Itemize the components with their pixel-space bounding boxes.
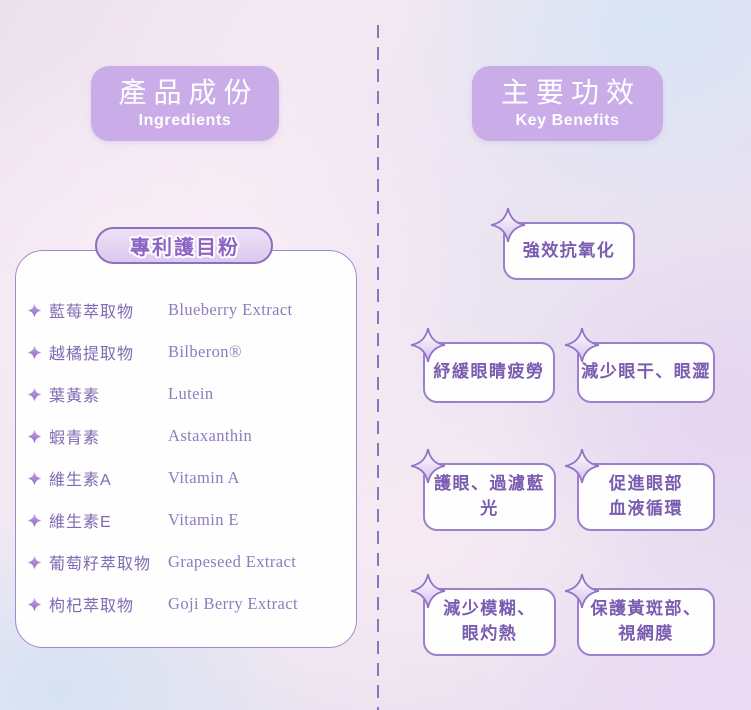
sparkle-icon [410, 327, 446, 363]
ingredient-name-en: Vitamin E [168, 510, 239, 529]
ingredients-list: 藍莓萃取物 Blueberry Extract 越橘提取物 Bilberon® … [0, 289, 342, 625]
sparkle-icon [410, 448, 446, 484]
ingredient-name-zh: 維生素A [49, 472, 112, 489]
sparkle-bullet-icon [27, 512, 42, 528]
ingredient-row: 維生素E Vitamin E [0, 499, 342, 541]
ingredient-name-zh: 藍莓萃取物 [49, 304, 135, 321]
benefits-header: 主要功效 Key Benefits [472, 66, 663, 141]
ingredient-name-en: Goji Berry Extract [168, 594, 298, 613]
benefit-box-blurriness: 減少模糊、 眼灼熱 [410, 573, 556, 656]
ingredient-name-en: Astaxanthin [168, 426, 253, 445]
ingredient-row: 葉黃素 Lutein [0, 373, 342, 415]
ingredient-row: 蝦青素 Astaxanthin [0, 415, 342, 457]
ingredient-row: 維生素A Vitamin A [0, 457, 342, 499]
ingredient-name-en: Bilberon® [168, 342, 242, 361]
benefit-box-antioxidant: 強效抗氧化 [490, 207, 635, 280]
sparkle-bullet-icon [27, 554, 42, 570]
benefit-text: 紓緩眼睛疲勞 [433, 362, 545, 382]
sparkle-icon [410, 573, 446, 609]
sparkle-icon [564, 573, 600, 609]
ingredient-name-zh: 維生素E [49, 514, 112, 531]
benefits-title-zh: 主要功效 [500, 77, 641, 109]
sparkle-bullet-icon [27, 428, 42, 444]
ingredient-name-zh: 枸杞萃取物 [49, 598, 135, 615]
ingredients-title-zh: 產品成份 [118, 77, 259, 109]
ingredient-name-en: Lutein [168, 384, 214, 403]
ingredients-title-en: Ingredients [138, 111, 232, 129]
ingredient-name-zh: 蝦青素 [49, 430, 101, 447]
benefit-text: 護眼、過濾藍光 [434, 474, 545, 518]
sparkle-icon [564, 327, 600, 363]
sparkle-bullet-icon [27, 386, 42, 402]
ingredient-row: 枸杞萃取物 Goji Berry Extract [0, 583, 342, 625]
benefit-box-blue-light: 護眼、過濾藍光 [410, 448, 556, 531]
ingredient-name-en: Blueberry Extract [168, 300, 293, 319]
patent-powder-badge-label: 專利護目粉 [130, 237, 240, 259]
ingredient-name-zh: 葉黃素 [49, 388, 101, 405]
sparkle-bullet-icon [27, 302, 42, 318]
ingredient-name-en: Grapeseed Extract [168, 552, 297, 571]
patent-powder-badge: 專利護目粉 [95, 227, 273, 264]
ingredient-row: 越橘提取物 Bilberon® [0, 331, 342, 373]
ingredient-name-en: Vitamin A [168, 468, 240, 487]
benefits-title-en: Key Benefits [515, 111, 620, 129]
benefit-text: 促進眼部 血液循環 [609, 474, 683, 518]
sparkle-bullet-icon [27, 344, 42, 360]
benefit-box-dry-eyes: 減少眼干、眼澀 [564, 327, 715, 403]
sparkle-bullet-icon [27, 596, 42, 612]
ingredient-row: 藍莓萃取物 Blueberry Extract [0, 289, 342, 331]
ingredients-panel [15, 250, 357, 648]
ingredients-header: 產品成份 Ingredients [91, 66, 279, 141]
benefit-box-blood-circulation: 促進眼部 血液循環 [564, 448, 715, 531]
benefit-text: 強效抗氧化 [522, 240, 616, 260]
benefit-text: 減少模糊、 眼灼熱 [443, 599, 536, 643]
benefit-box-macula-retina: 保護黃斑部、 視網膜 [564, 573, 715, 656]
benefit-text: 保護黃斑部、 視網膜 [590, 599, 702, 643]
divider-dashed-line [377, 25, 379, 710]
sparkle-icon [564, 448, 600, 484]
sparkle-bullet-icon [27, 470, 42, 486]
sparkle-icon [490, 207, 526, 243]
benefit-text: 減少眼干、眼澀 [581, 362, 711, 382]
benefit-box-eye-fatigue: 紓緩眼睛疲勞 [410, 327, 555, 403]
ingredient-name-zh: 越橘提取物 [49, 346, 135, 363]
ingredient-name-zh: 葡萄籽萃取物 [49, 556, 152, 573]
ingredient-row: 葡萄籽萃取物 Grapeseed Extract [0, 541, 342, 583]
